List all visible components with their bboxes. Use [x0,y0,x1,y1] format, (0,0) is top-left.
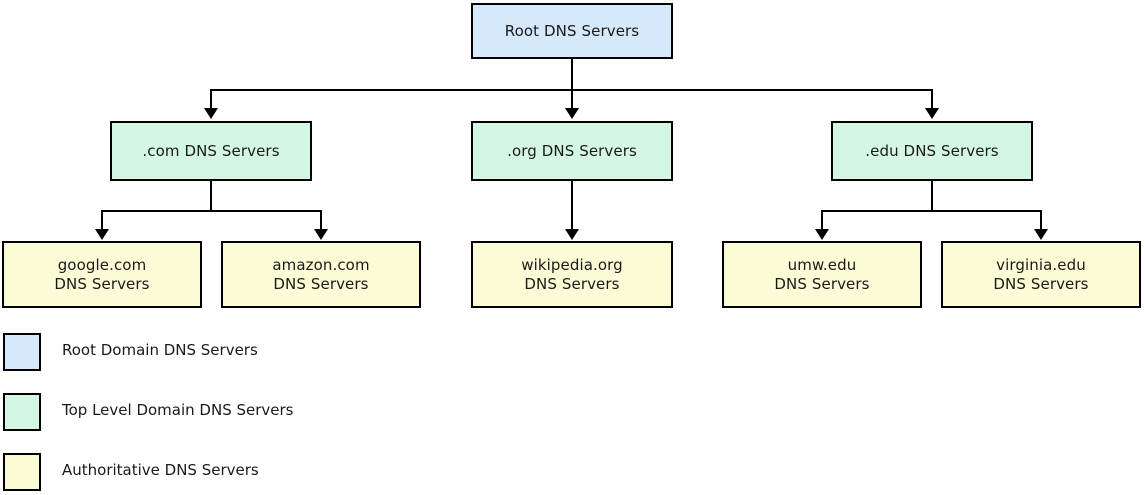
node-google-line1: google.com [57,255,147,274]
arrowhead-com-to-amazon [314,229,328,240]
node-amazon-com-dns-servers[interactable]: amazon.com DNS Servers [221,241,421,308]
edge-root-to-org-drop [571,89,573,110]
edge-edu-to-virginia-drop [1040,210,1042,231]
node-umw-edu-dns-servers[interactable]: umw.edu DNS Servers [722,241,922,308]
edge-com-to-amazon-drop [320,210,322,231]
node-amazon-line1: amazon.com [272,255,370,274]
arrowhead-root-to-edu [925,108,939,119]
edge-edu-stem [931,181,933,212]
arrowhead-org-to-wikipedia [565,229,579,240]
node-google-com-dns-servers[interactable]: google.com DNS Servers [2,241,202,308]
legend-label-authoritative: Authoritative DNS Servers [62,461,259,479]
edge-root-to-edu-drop [931,89,933,110]
node-root-dns-servers[interactable]: Root DNS Servers [471,3,673,59]
node-umw-line2: DNS Servers [774,274,870,293]
node-wikipedia-line2: DNS Servers [524,274,620,293]
edge-edu-bus [822,210,1042,212]
edge-root-stem [571,59,573,91]
node-org-dns-servers[interactable]: .org DNS Servers [471,121,673,181]
arrowhead-edu-to-umw [815,229,829,240]
arrowhead-root-to-org [565,108,579,119]
edge-com-stem [210,181,212,212]
legend-swatch-root-domain [3,333,41,371]
arrowhead-root-to-com [204,108,218,119]
node-umw-line1: umw.edu [787,255,857,274]
node-virginia-edu-dns-servers[interactable]: virginia.edu DNS Servers [941,241,1141,308]
node-amazon-line2: DNS Servers [273,274,369,293]
legend-label-root-domain: Root Domain DNS Servers [62,341,258,359]
node-virginia-line2: DNS Servers [993,274,1089,293]
legend-swatch-top-level-domain [3,393,41,431]
node-edu-dns-servers[interactable]: .edu DNS Servers [831,121,1033,181]
arrowhead-com-to-google [95,229,109,240]
edge-root-to-com-drop [210,89,212,110]
edge-org-to-wikipedia [571,181,573,231]
legend-swatch-authoritative [3,453,41,491]
node-wikipedia-org-dns-servers[interactable]: wikipedia.org DNS Servers [471,241,673,308]
node-wikipedia-line1: wikipedia.org [521,255,623,274]
node-google-line2: DNS Servers [54,274,150,293]
legend-label-top-level-domain: Top Level Domain DNS Servers [62,401,294,419]
node-com-dns-servers[interactable]: .com DNS Servers [110,121,312,181]
edge-com-bus [102,210,322,212]
arrowhead-edu-to-virginia [1034,229,1048,240]
node-virginia-line1: virginia.edu [996,255,1086,274]
edge-edu-to-umw-drop [821,210,823,231]
edge-com-to-google-drop [101,210,103,231]
